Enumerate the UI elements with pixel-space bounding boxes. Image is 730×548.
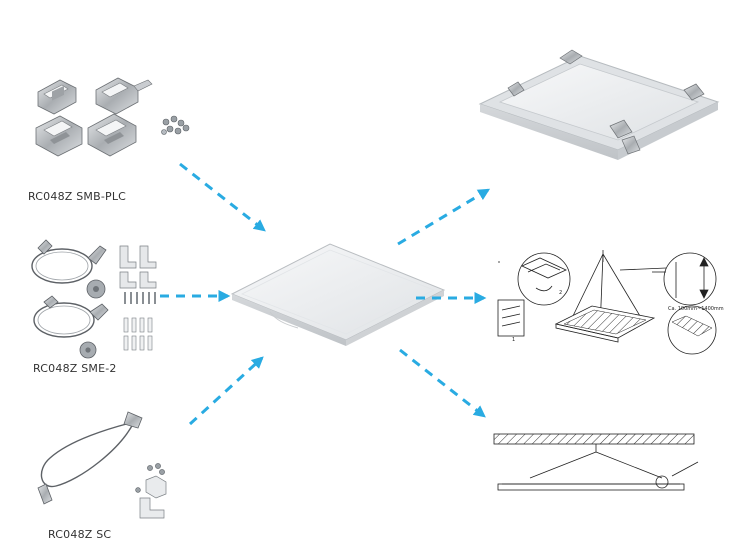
spring-clip [95,77,153,115]
spring-clip [507,49,705,155]
bracket-set [139,475,167,519]
led-panel-image [230,243,446,346]
kit-label-sc: RC048Z SC [48,528,112,541]
bracket-set [119,245,157,289]
arrow-clip-to-panel [179,162,266,232]
spring-clip [87,113,137,157]
callout-1: 1 [512,337,515,343]
callout-2: 2 [559,290,562,296]
spring-clip [37,79,77,115]
steel-wire-loop [33,295,109,338]
steel-wire-loop [31,239,107,284]
height-note: Ca. 100mm~1400mm [668,306,724,312]
spring-clip [35,115,83,157]
recessed-panel-image [478,49,720,160]
flow-arrows [160,162,491,426]
ceiling-plate [79,341,97,359]
screw-set [161,115,190,135]
steel-wire-loop [37,411,143,505]
arrow-single-to-panel [188,356,264,426]
wall-anchor-set [123,317,153,351]
suspension-diagram [497,250,717,355]
ceiling-mount-diagram [493,433,699,491]
single-wire-kit-image [37,411,167,519]
arrow-panel-to-ceiling [399,348,486,418]
screw-set [135,463,165,493]
clip-kit-image [35,77,190,157]
kit-label-sme-2: RC048Z SME-2 [33,362,117,375]
wire-kit-image [31,239,157,359]
kit-label-smb-plc: RC048Z SMB-PLC [28,190,127,203]
arrow-panel-to-recessed [397,188,491,246]
screw-set [124,292,156,304]
ceiling-plate [86,279,106,299]
